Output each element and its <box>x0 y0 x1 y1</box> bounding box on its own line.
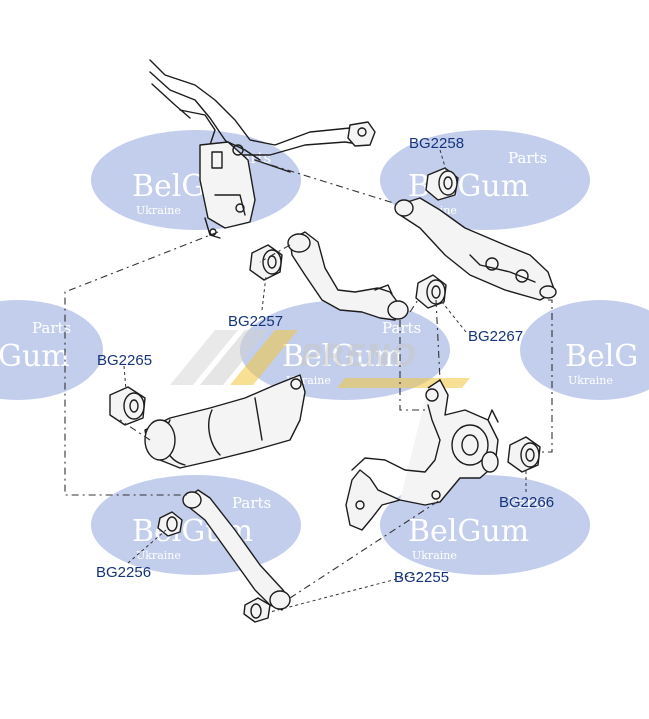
bushing-bg2256 <box>157 511 183 537</box>
watermark-brand-partial: Gum <box>0 339 70 374</box>
watermark-brand: BelGum <box>408 514 529 549</box>
watermark-country: Ukraine <box>412 549 457 562</box>
watermark-brand-partial: BelG <box>565 339 638 374</box>
wheel-knuckle <box>345 379 499 531</box>
logo-stripe <box>200 330 268 385</box>
bushing-bg2267 <box>415 274 447 309</box>
watermark-parts: Parts <box>508 494 547 512</box>
bushing-bg2255 <box>243 597 271 623</box>
leader-lines <box>123 149 527 613</box>
watermark-parts: Parts <box>32 319 71 337</box>
watermark-country: Ukraine <box>136 549 181 562</box>
label-bg2267: BG2267 <box>468 328 523 345</box>
logo-stripe <box>230 330 298 385</box>
watermark-ellipse <box>0 300 103 400</box>
bushing-bg2266 <box>507 436 541 473</box>
lower-spring-arm <box>144 374 306 469</box>
logo-stripe <box>170 330 238 385</box>
bushing-bg2257 <box>249 244 283 281</box>
label-bg2266: BG2266 <box>499 494 554 511</box>
preno-logo: PRENO <box>170 330 470 388</box>
bushing-bg2258 <box>425 167 459 201</box>
label-bg2255: BG2255 <box>394 569 449 586</box>
subframe <box>149 59 376 239</box>
watermark-parts: Parts <box>232 494 271 512</box>
label-bg2265: BG2265 <box>97 352 152 369</box>
logo-text: PRENO <box>300 339 416 374</box>
upper-link <box>287 231 409 321</box>
upper-rear-arm <box>394 197 557 301</box>
watermark-parts: Parts <box>508 149 547 167</box>
watermark-brand: BelGum <box>282 339 403 374</box>
watermark-parts: Parts <box>382 319 421 337</box>
label-bg2256: BG2256 <box>96 564 151 581</box>
watermark-ellipse <box>240 300 450 400</box>
part-labels: BG2258 BG2257 BG2267 BG2265 BG2266 BG225… <box>96 135 554 586</box>
watermark-country: Ukraine <box>136 204 181 217</box>
bushing-bg2265 <box>109 386 146 426</box>
assembly-lines <box>64 159 553 599</box>
logo-underline <box>337 378 470 388</box>
watermark-country: Ukraine <box>568 374 613 387</box>
label-bg2257: BG2257 <box>228 313 283 330</box>
label-bg2258: BG2258 <box>409 135 464 152</box>
